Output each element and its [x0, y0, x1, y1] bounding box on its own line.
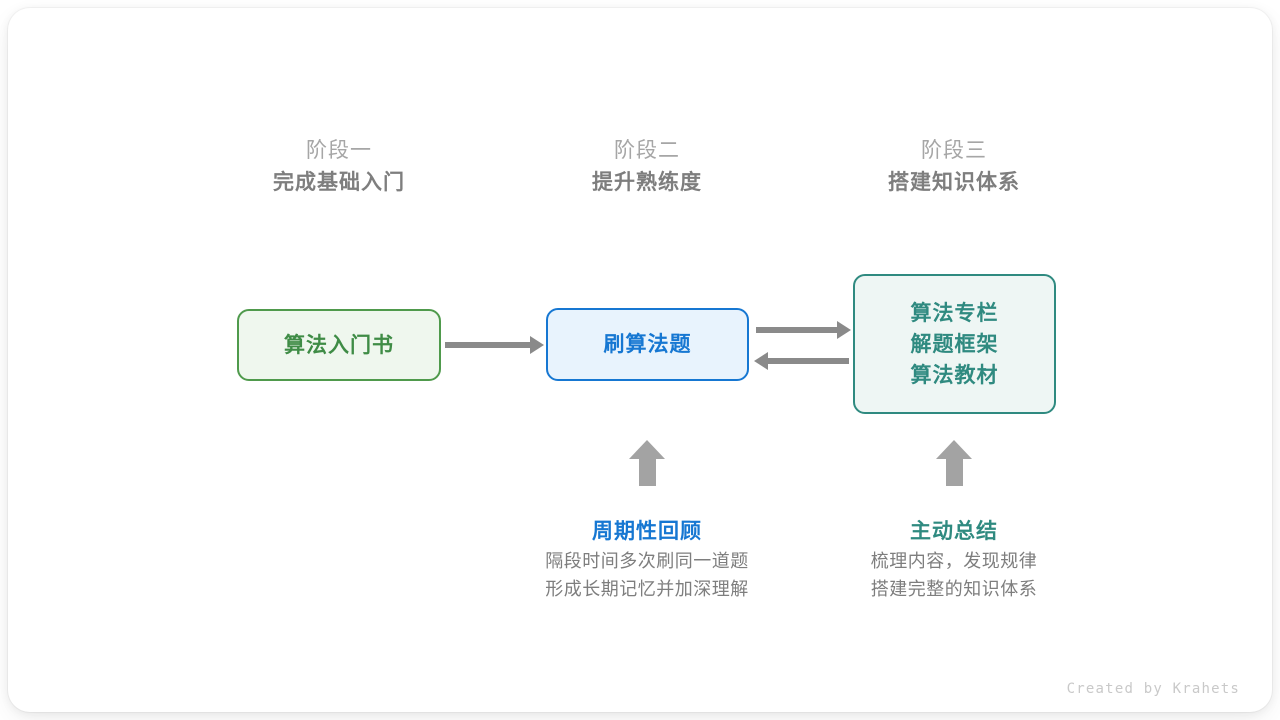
annotation-periodic-review: 周期性回顾 隔段时间多次刷同一道题 形成长期记忆并加深理解	[487, 517, 807, 603]
stage-number-1: 阶段一	[306, 139, 372, 162]
stage-header-1: 阶段一 完成基础入门	[209, 136, 469, 200]
stage-title-2: 提升熟练度	[592, 171, 702, 194]
stage-number-3: 阶段三	[921, 139, 987, 162]
arrow-up-summary-head	[936, 440, 972, 459]
arrow-up-review-shaft	[639, 457, 656, 486]
node-resources-line-1: 算法专栏	[910, 301, 999, 325]
annotation-summary-title: 主动总结	[910, 520, 998, 543]
annotation-review-desc-2: 形成长期记忆并加深理解	[545, 579, 749, 599]
arrow-up-summary-shaft	[946, 457, 963, 486]
annotation-active-summary: 主动总结 梳理内容，发现规律 搭建完整的知识体系	[794, 517, 1114, 603]
arrow-book-to-practice-icon	[445, 342, 531, 348]
arrow-resources-to-practice-icon	[767, 358, 849, 364]
stage-header-2: 阶段二 提升熟练度	[517, 136, 777, 200]
arrow-up-review-icon	[629, 440, 665, 486]
node-practice-line-1: 刷算法题	[603, 333, 692, 356]
stage-header-3: 阶段三 搭建知识体系	[824, 136, 1084, 200]
node-practice-problems[interactable]: 刷算法题	[546, 308, 749, 381]
diagram-card: 阶段一 完成基础入门 阶段二 提升熟练度 阶段三 搭建知识体系 算法入门书 刷算…	[8, 8, 1272, 712]
arrow-practice-to-resources-icon	[756, 327, 838, 333]
arrow-up-review-head	[629, 440, 665, 459]
stage-title-1: 完成基础入门	[273, 171, 405, 194]
arrow-up-summary-icon	[936, 440, 972, 486]
annotation-summary-desc-2: 搭建完整的知识体系	[870, 579, 1038, 599]
node-algorithm-book[interactable]: 算法入门书	[237, 309, 441, 381]
annotation-review-desc-1: 隔段时间多次刷同一道题	[545, 551, 749, 571]
annotation-review-title: 周期性回顾	[592, 520, 702, 543]
node-resources-line-3: 算法教材	[910, 363, 999, 387]
node-learning-resources[interactable]: 算法专栏 解题框架 算法教材	[853, 274, 1056, 414]
stage-title-3: 搭建知识体系	[888, 171, 1020, 194]
node-resources-line-2: 解题框架	[910, 332, 999, 356]
stage-number-2: 阶段二	[614, 139, 680, 162]
annotation-summary-desc-1: 梳理内容，发现规律	[870, 551, 1038, 571]
node-book-line-1: 算法入门书	[284, 333, 394, 357]
credit-text: Created by Krahets	[1066, 681, 1240, 697]
